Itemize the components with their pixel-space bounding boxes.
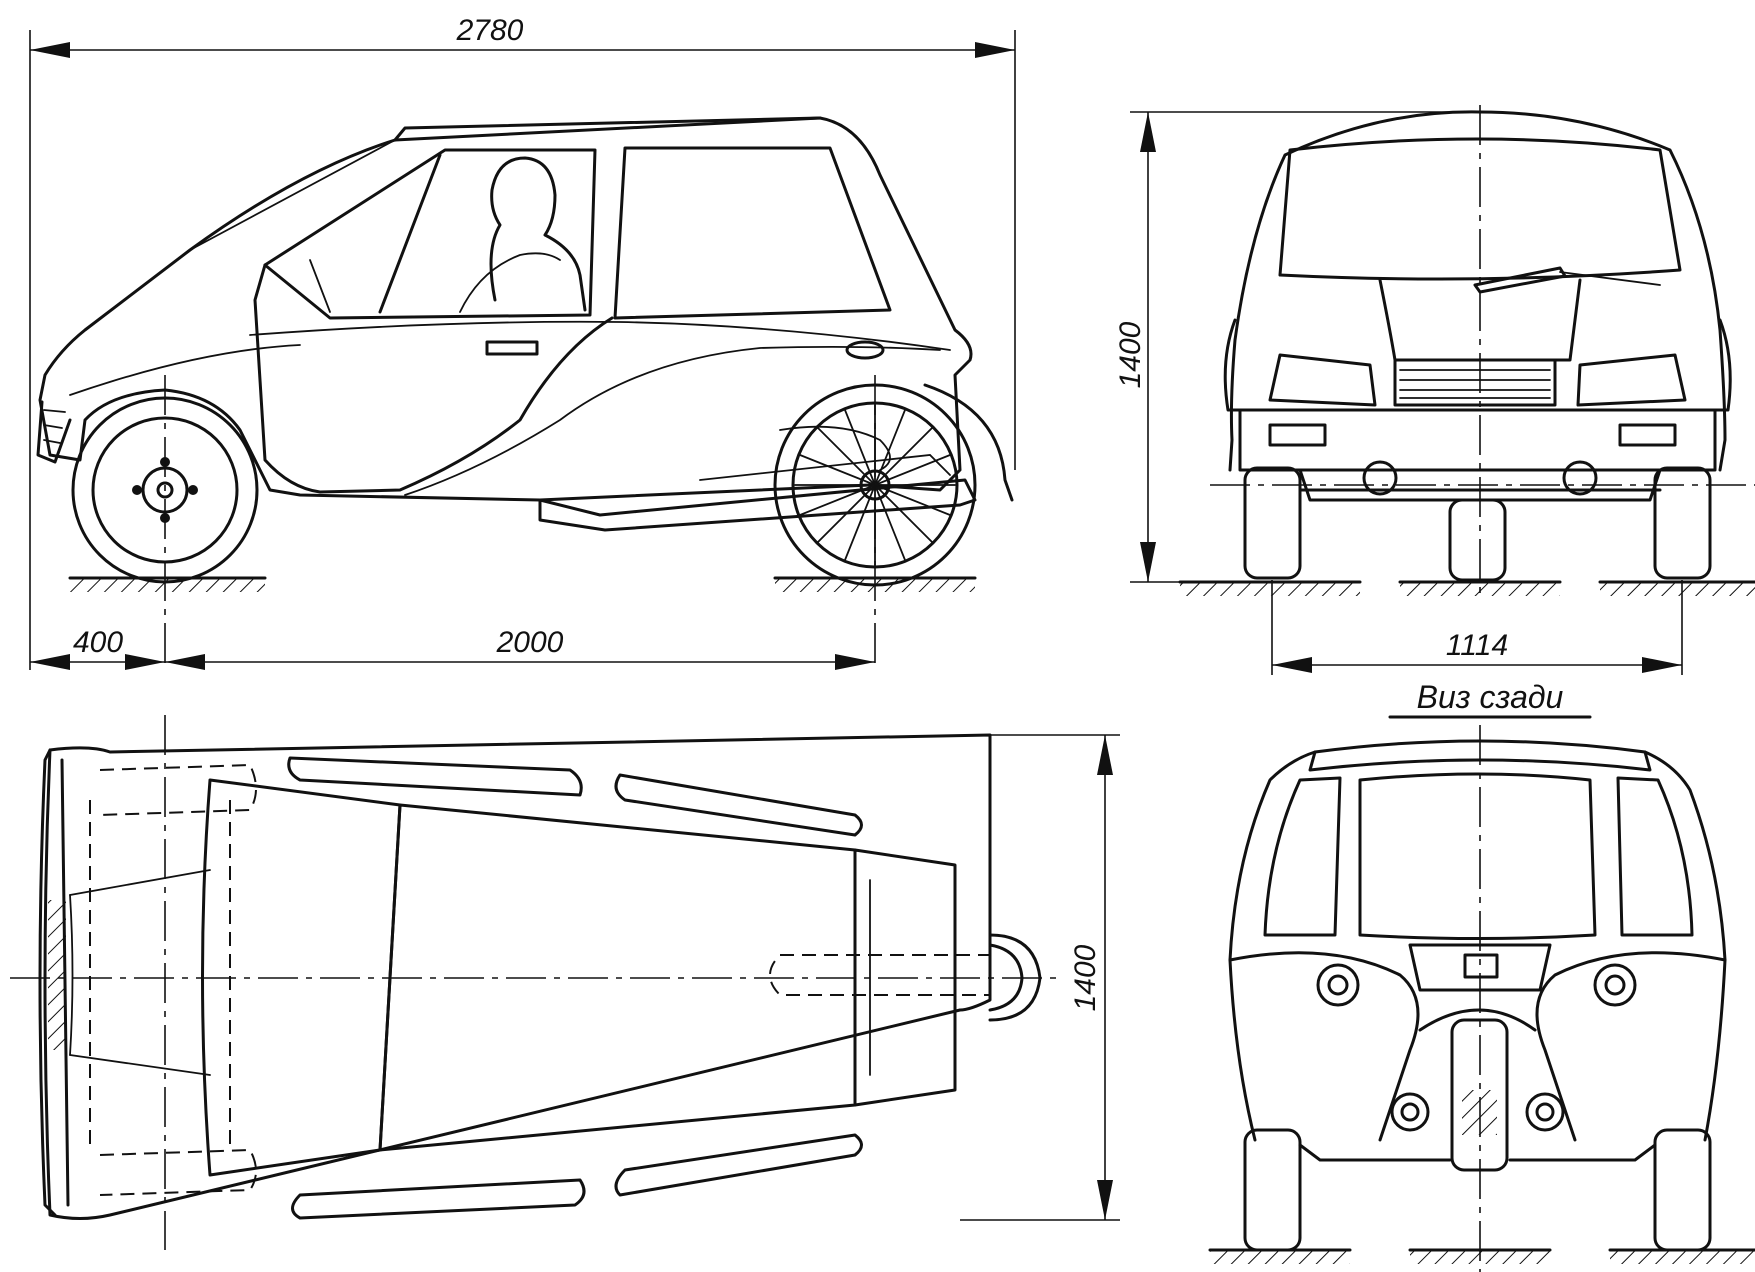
side-view: 2780 400 2000 — [29, 14, 1016, 670]
rear-lamp — [845, 340, 885, 360]
front-bumper — [1238, 408, 1717, 472]
fog-lamp-left — [1268, 423, 1327, 447]
front-windscreen — [1278, 137, 1682, 281]
ground-front — [70, 578, 265, 592]
rear-view — [1208, 725, 1755, 1272]
dim-height: 1400 — [1114, 321, 1147, 388]
rear-light-left — [1316, 963, 1360, 1007]
rear-wheel-behind — [1448, 498, 1507, 582]
front-view: 1400 1114 — [1114, 105, 1755, 675]
swing-arm — [538, 478, 977, 532]
side-window-front — [263, 148, 597, 320]
front-wheel-right — [1653, 466, 1712, 580]
rear-light-right — [1593, 963, 1637, 1007]
driver-silhouette — [489, 156, 587, 312]
headlamp-left — [1268, 353, 1377, 407]
plan-windscreen — [201, 778, 402, 1177]
door-handle — [485, 340, 539, 356]
dim-overall-length: 2780 — [456, 14, 524, 47]
dim-track: 1114 — [1446, 629, 1508, 662]
rear-side-window-left — [1263, 776, 1342, 937]
plan-roof — [378, 803, 857, 1152]
plan-view: 1400 — [10, 715, 1120, 1250]
side-door — [253, 263, 614, 494]
plan-rear-window — [853, 848, 957, 1107]
dim-front-overhang: 400 — [73, 626, 123, 659]
fog-lamp-right — [1618, 423, 1677, 447]
rear-view-caption: Виз сзади — [1417, 679, 1564, 715]
plan-body-outline — [43, 733, 992, 1220]
dim-plan-width: 1400 — [1069, 944, 1102, 1011]
rear-lamp-center — [1463, 953, 1499, 979]
dim-wheelbase: 2000 — [496, 626, 564, 659]
rear-view-wheel-right — [1653, 1128, 1712, 1252]
rear-side-window-right — [1616, 776, 1694, 937]
headlamp-right — [1576, 353, 1687, 407]
rear-view-wheel-left — [1243, 1128, 1302, 1252]
rear-body-outline — [1228, 739, 1727, 1142]
side-body-outline — [38, 116, 973, 502]
front-wheel-left — [1243, 466, 1302, 580]
plan-front-grille — [48, 900, 66, 1050]
rear-reflector-left — [1390, 1092, 1430, 1132]
plan-front-wheel-left-hidden — [99, 763, 257, 816]
ground-rear — [775, 578, 975, 592]
plan-rear-wheel-hidden — [769, 954, 991, 996]
rear-window — [1358, 772, 1597, 940]
side-window-rear — [613, 146, 892, 320]
front-grille — [1393, 358, 1557, 407]
rear-reflector-right — [1525, 1092, 1565, 1132]
